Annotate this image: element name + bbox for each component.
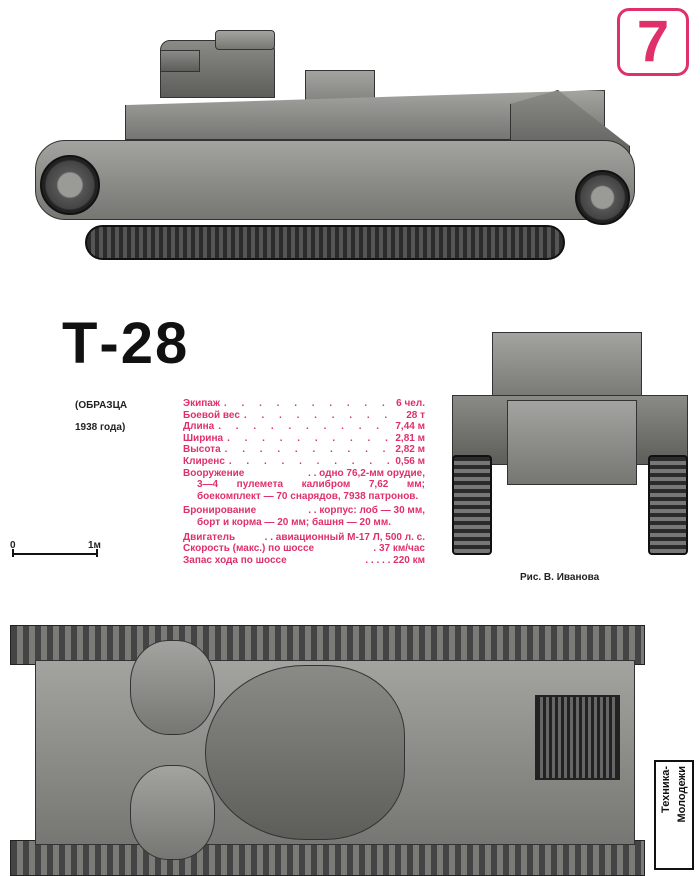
front-plate (507, 400, 637, 485)
engine-grille (535, 695, 620, 780)
top-mg-turret-2 (130, 765, 215, 860)
magazine-logo: Техника- Молодежи (654, 760, 694, 870)
spec-row: Ширина2,81 м (183, 433, 425, 445)
tank-top-view (10, 625, 645, 876)
gun-mantlet (160, 50, 200, 72)
spec-armament-cont: 3—4 пулемета калибром 7,62 мм; боекомпле… (197, 479, 425, 502)
spec-row: Боевой вес28 т (183, 410, 425, 422)
drive-sprocket (40, 155, 100, 215)
top-track-upper (10, 625, 645, 665)
right-track (648, 455, 688, 555)
spec-row: Экипаж6 чел. (183, 398, 425, 410)
track (85, 225, 565, 260)
front-turrets (492, 332, 642, 402)
illustration-credit: Рис. В. Иванова (520, 572, 600, 583)
scale-one: 1м (88, 540, 101, 551)
turret-hatch (215, 30, 275, 50)
spec-range: Запас хода по шоссе. . . . . 220 км (183, 554, 425, 566)
issue-number-badge: 7 (617, 8, 689, 76)
suspension-skirt (35, 140, 635, 220)
model-subtitle-1: (ОБРАЗЦА (75, 400, 128, 411)
spec-armor-cont: борт и корма — 20 мм; башня — 20 мм. (197, 516, 391, 528)
scale-bar: 0 1м (10, 540, 105, 560)
spec-row: Высота2,82 м (183, 444, 425, 456)
spec-engine: Двигатель. . авиационный М-17 Л, 500 л. … (183, 531, 425, 543)
idler-wheel (575, 170, 630, 225)
tank-front-view (452, 320, 692, 558)
top-track-lower (10, 840, 645, 876)
spec-row: Длина7,44 м (183, 421, 425, 433)
model-subtitle-2: 1938 года) (75, 422, 126, 433)
spec-speed: Скорость (макс.) по шоссе. 37 км/час (183, 543, 425, 555)
specifications: Экипаж6 чел. Боевой вес28 т Длина7,44 м … (183, 398, 425, 566)
scale-zero: 0 (10, 540, 16, 551)
top-mg-turret-1 (130, 640, 215, 735)
left-track (452, 455, 492, 555)
tank-side-view (15, 20, 645, 265)
spec-armor: Бронирование. . корпус: лоб — 30 мм, (183, 505, 425, 517)
spec-armament: Вооружение. . одно 76,2-мм орудие, (183, 467, 425, 479)
top-main-turret (205, 665, 405, 840)
page-title: Т-28 (62, 311, 190, 376)
spec-row: Клиренс0,56 м (183, 456, 425, 468)
